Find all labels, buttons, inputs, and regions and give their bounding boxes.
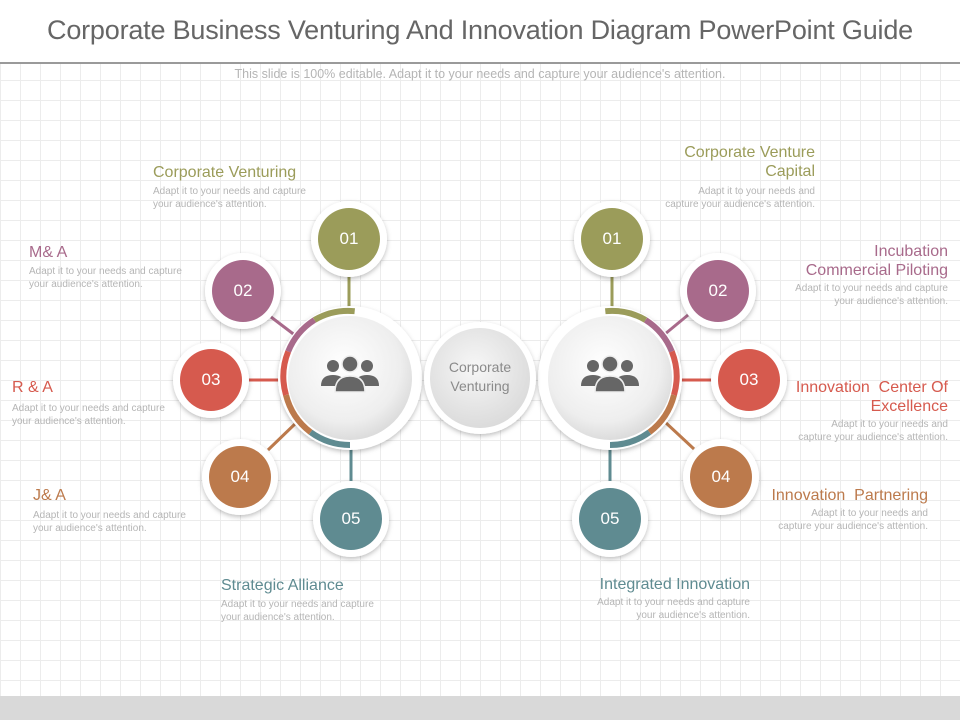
left-arc-01 [312, 307, 355, 323]
right-item-01-desc-line2: capture your audience's attention. [665, 199, 815, 210]
right-item-02-label-line1: Incubation [874, 243, 948, 260]
right-item-01-label-line2: Capital [765, 163, 815, 180]
right-item-02-desc-line1: Adapt it to your needs and capture [795, 283, 948, 294]
left-item-05-desc-line2: your audience's attention. [221, 612, 335, 623]
right-node-03-number: 03 [739, 370, 759, 389]
right-item-01-label: Corporate Venture Capital [615, 143, 815, 181]
slide-subtitle: This slide is 100% editable. Adapt it to… [234, 67, 726, 81]
right-node-05-number: 05 [600, 509, 620, 528]
left-item-05-desc: Adapt it to your needs and capture your … [221, 598, 374, 624]
left-item-04-label: J& A [33, 487, 66, 504]
left-node-02 [205, 253, 281, 329]
right-node-01-number: 01 [602, 229, 622, 248]
right-node-02 [680, 253, 756, 329]
center-label-line2: Venturing [450, 378, 510, 394]
left-node-03-number: 03 [201, 370, 221, 389]
people-group-icon [581, 355, 639, 393]
right-item-01-label-line1: Corporate Venture [684, 144, 815, 161]
right-item-01-desc: Adapt it to your needs and capture your … [615, 185, 815, 211]
right-connector-04 [663, 420, 696, 451]
left-item-01-desc-line2: your audience's attention. [153, 199, 267, 210]
right-item-04-label: Innovation Partnering [728, 486, 928, 505]
right-item-05-label-line1: Integrated Innovation [599, 576, 750, 593]
right-item-03-desc-line2: capture your audience's attention. [798, 432, 948, 443]
left-item-03-desc-line1: Adapt it to your needs and capture [12, 403, 165, 414]
right-item-03-label-line1: Innovation Center Of [795, 379, 948, 396]
left-node-01 [311, 201, 387, 277]
left-connector-02 [270, 315, 297, 338]
left-item-04-desc-line2: your audience's attention. [33, 523, 147, 534]
left-item-02-desc-line1: Adapt it to your needs and capture [29, 266, 182, 277]
right-item-03-desc: Adapt it to your needs and capture your … [748, 418, 948, 444]
left-node-05-number: 05 [341, 509, 361, 528]
right-item-02-label: Incubation Commercial Piloting [748, 242, 948, 280]
center-label-line1: Corporate [448, 359, 512, 375]
right-node-05 [572, 481, 648, 557]
right-item-01-desc-line1: Adapt it to your needs and [698, 186, 815, 197]
left-arc-04 [283, 394, 313, 435]
title-band [0, 0, 960, 64]
right-item-04-desc: Adapt it to your needs and capture your … [728, 507, 928, 533]
left-node-04 [202, 439, 278, 515]
left-item-05-desc-line1: Adapt it to your needs and capture [221, 599, 374, 610]
right-item-05-desc-line1: Adapt it to your needs and capture [597, 597, 750, 608]
right-item-04-label-line1: Innovation Partnering [771, 487, 928, 504]
right-item-04-desc-line2: capture your audience's attention. [778, 521, 928, 532]
left-item-03-label: R & A [12, 379, 53, 396]
slide-title: Corporate Business Venturing And Innovat… [47, 15, 913, 45]
left-item-01-desc-line1: Adapt it to your needs and capture [153, 186, 306, 197]
right-connector-02 [664, 313, 689, 336]
right-arc-04 [647, 394, 677, 435]
right-node-02-number: 02 [708, 281, 728, 300]
left-arc-05 [308, 429, 351, 448]
right-node-04 [683, 439, 759, 515]
left-node-04-number: 04 [230, 467, 250, 486]
right-node-01 [574, 201, 650, 277]
center-label: Corporate Venturing [440, 358, 520, 396]
right-arc-02 [643, 317, 675, 353]
right-item-02-desc: Adapt it to your needs and capture your … [748, 282, 948, 308]
left-item-02-desc-line2: your audience's attention. [29, 279, 143, 290]
left-connector-04 [266, 420, 299, 452]
left-item-01-label: Corporate Venturing [153, 164, 297, 181]
left-arc-03 [280, 350, 292, 396]
left-item-04-desc: Adapt it to your needs and capture your … [33, 509, 186, 535]
left-item-03-desc-line2: your audience's attention. [12, 416, 126, 427]
right-arc-03 [668, 350, 680, 396]
right-arc-05 [609, 429, 652, 448]
right-item-03-label: Innovation Center Of Excellence [748, 378, 948, 416]
left-item-02-label: M& A [29, 244, 68, 261]
right-arc-01 [605, 307, 648, 323]
right-node-03 [711, 342, 787, 418]
left-item-03-desc: Adapt it to your needs and capture your … [12, 402, 165, 428]
left-arc-02 [285, 317, 317, 353]
right-item-02-desc-line2: your audience's attention. [834, 296, 948, 307]
right-item-02-label-line2: Commercial Piloting [805, 262, 948, 279]
left-item-04-desc-line1: Adapt it to your needs and capture [33, 510, 186, 521]
left-node-01-number: 01 [339, 229, 359, 248]
right-node-04-number: 04 [711, 467, 731, 486]
right-item-05-desc: Adapt it to your needs and capture your … [550, 596, 750, 622]
left-item-05-label: Strategic Alliance [221, 577, 344, 594]
footer-bar [0, 696, 960, 720]
right-item-03-label-line2: Excellence [870, 398, 948, 415]
center-circle [424, 322, 536, 434]
right-connectors [608, 276, 714, 484]
left-connectors [246, 275, 353, 484]
left-item-01-desc: Adapt it to your needs and capture your … [153, 185, 306, 211]
right-item-03-desc-line1: Adapt it to your needs and [831, 419, 948, 430]
right-item-04-desc-line1: Adapt it to your needs and [811, 508, 928, 519]
right-item-05-label: Integrated Innovation [550, 575, 750, 594]
left-node-03 [173, 342, 249, 418]
right-item-05-desc-line2: your audience's attention. [636, 610, 750, 621]
left-item-02-desc: Adapt it to your needs and capture your … [29, 265, 182, 291]
people-group-icon [321, 355, 379, 393]
left-node-02-number: 02 [233, 281, 253, 300]
left-node-05 [313, 481, 389, 557]
